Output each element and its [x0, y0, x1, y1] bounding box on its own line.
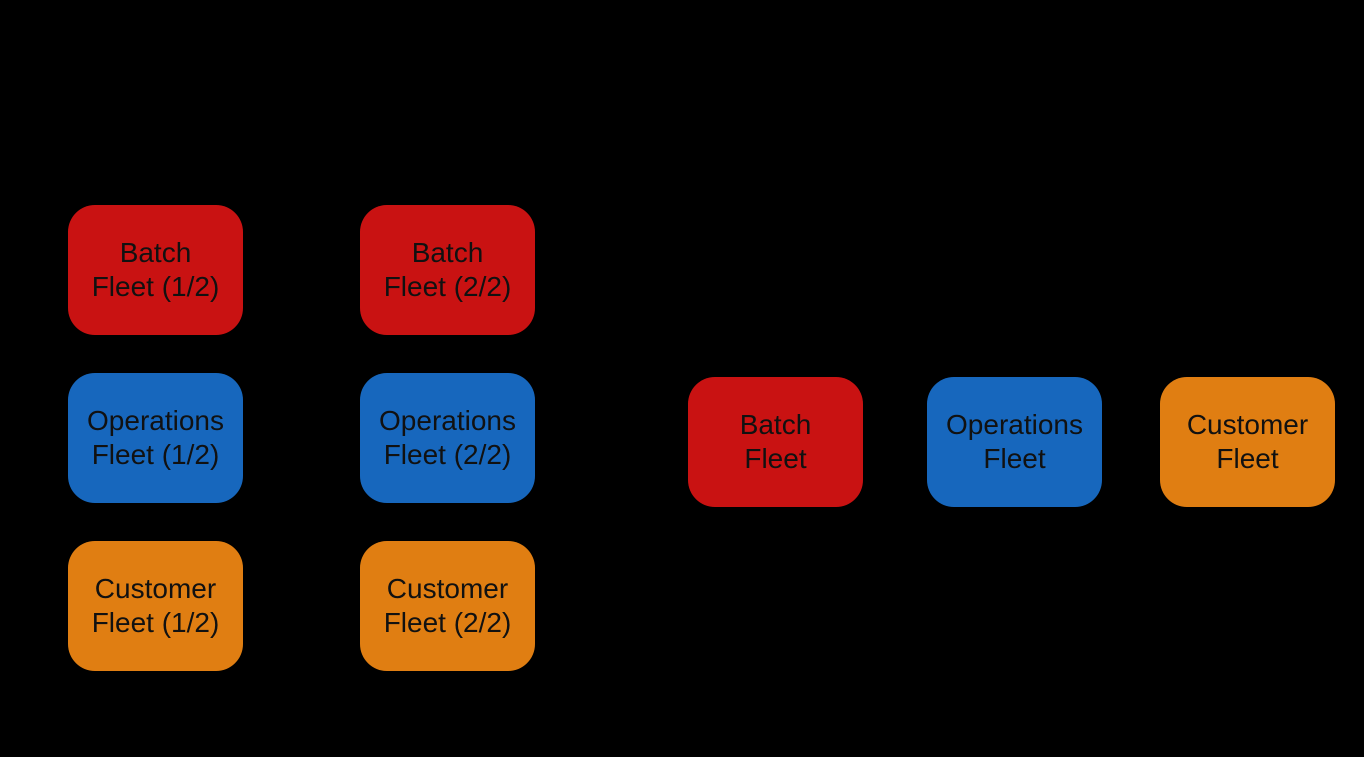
box-operations-fleet: Operations Fleet — [927, 377, 1102, 507]
box-customer-fleet-2of2-label: Customer Fleet (2/2) — [383, 573, 512, 638]
box-customer-fleet-2of2: Customer Fleet (2/2) — [360, 541, 535, 671]
box-batch-fleet-label: Batch Fleet — [739, 409, 812, 474]
box-operations-fleet-2of2: Operations Fleet (2/2) — [360, 373, 535, 503]
box-batch-fleet-1of2-label: Batch Fleet (1/2) — [91, 237, 220, 302]
box-batch-fleet-2of2-label: Batch Fleet (2/2) — [383, 237, 512, 302]
box-operations-fleet-1of2-label: Operations Fleet (1/2) — [87, 405, 224, 470]
box-batch-fleet-1of2: Batch Fleet (1/2) — [68, 205, 243, 335]
box-batch-fleet: Batch Fleet — [688, 377, 863, 507]
box-customer-fleet-1of2: Customer Fleet (1/2) — [68, 541, 243, 671]
box-batch-fleet-2of2: Batch Fleet (2/2) — [360, 205, 535, 335]
box-operations-fleet-1of2: Operations Fleet (1/2) — [68, 373, 243, 503]
box-customer-fleet-label: Customer Fleet — [1186, 409, 1309, 474]
box-operations-fleet-label: Operations Fleet — [946, 409, 1083, 474]
box-customer-fleet-1of2-label: Customer Fleet (1/2) — [91, 573, 220, 638]
box-customer-fleet: Customer Fleet — [1160, 377, 1335, 507]
box-operations-fleet-2of2-label: Operations Fleet (2/2) — [379, 405, 516, 470]
